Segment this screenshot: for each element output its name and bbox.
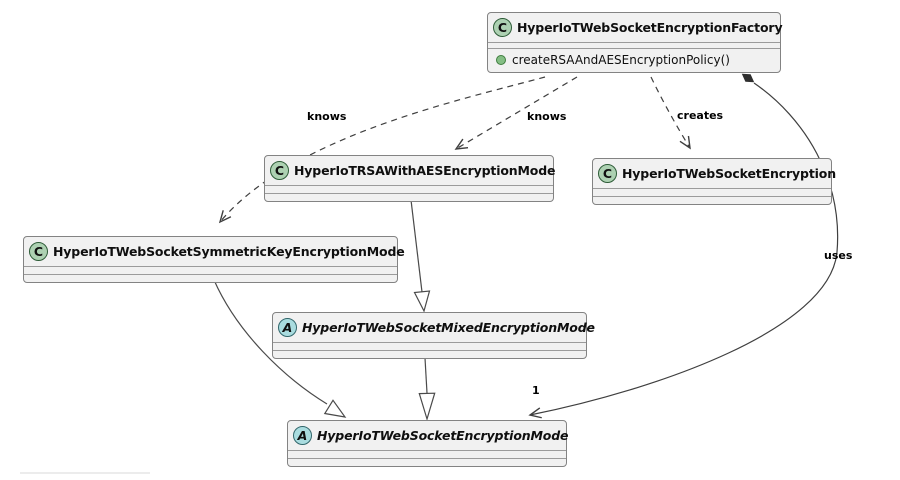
edge-label-uses: uses [824,249,853,262]
edge-label-knows-left: knows [307,110,347,123]
abstract-stereotype-icon: A [278,318,297,337]
class-stereotype-icon: C [493,18,512,37]
inheritance-triangle-sym-mode [323,399,347,418]
edge-multiplicity-one: 1 [532,384,540,397]
edge-label-creates: creates [677,109,724,122]
methods-compartment: createRSAAndAESEncryptionPolicy() [488,48,780,72]
class-stereotype-icon: C [598,164,617,183]
class-node-encryption-mode: A HyperIoTWebSocketEncryptionMode [287,420,569,467]
fields-compartment [288,450,566,458]
class-title: C HyperIoTRSAWithAESEncryptionMode [265,156,556,185]
class-stereotype-icon: C [270,161,289,180]
class-title: C HyperIoTWebSocketEncryption [593,159,836,188]
abstract-stereotype-icon: A [293,426,312,445]
class-node-mixed-encryption-mode: A HyperIoTWebSocketMixedEncryptionMode [272,312,595,359]
class-title: A HyperIoTWebSocketMixedEncryptionMode [273,313,595,342]
cropped-artifact-line [20,472,150,474]
fields-compartment [488,42,780,48]
edge-label-knows-right: knows [527,110,567,123]
public-method-icon [496,55,506,65]
class-stereotype-icon: C [29,242,48,261]
class-node-symmetric-key-encryption-mode: C HyperIoTWebSocketSymmetricKeyEncryptio… [23,236,405,283]
class-title: A HyperIoTWebSocketEncryptionMode [288,421,569,450]
fields-compartment [265,185,553,193]
class-node-rsa-with-aes-encryption-mode: C HyperIoTRSAWithAESEncryptionMode [264,155,556,202]
class-name: HyperIoTRSAWithAESEncryptionMode [294,163,556,178]
methods-compartment [288,458,566,466]
class-node-websocket-encryption-factory: C HyperIoTWebSocketEncryptionFactory cre… [487,12,783,73]
class-node-websocket-encryption: C HyperIoTWebSocketEncryption [592,158,836,205]
inheritance-line-sym-mode [213,279,328,405]
class-title: C HyperIoTWebSocketEncryptionFactory [488,13,783,42]
method-row: createRSAAndAESEncryptionPolicy() [496,53,772,67]
class-name: HyperIoTWebSocketEncryption [622,166,836,181]
inheritance-triangle-rsa-mixed [413,290,431,313]
methods-compartment [273,350,586,358]
fields-compartment [24,266,397,274]
inheritance-line-mixed-mode [424,357,428,394]
inheritance-line-rsa-mixed [410,199,423,293]
dependency-edge-knows-right [454,76,578,150]
methods-compartment [593,196,831,204]
method-name: createRSAAndAESEncryptionPolicy() [512,53,730,67]
composition-diamond [741,73,755,83]
methods-compartment [24,274,397,282]
inheritance-triangle-mixed-mode [418,392,436,422]
methods-compartment [265,193,553,201]
class-name: HyperIoTWebSocketSymmetricKeyEncryptionM… [53,244,405,259]
class-title: C HyperIoTWebSocketSymmetricKeyEncryptio… [24,237,405,266]
class-name: HyperIoTWebSocketMixedEncryptionMode [302,320,595,335]
fields-compartment [593,188,831,196]
class-name: HyperIoTWebSocketEncryptionMode [317,428,569,443]
composition-edge-uses [528,82,839,419]
fields-compartment [273,342,586,350]
class-name: HyperIoTWebSocketEncryptionFactory [517,20,783,35]
